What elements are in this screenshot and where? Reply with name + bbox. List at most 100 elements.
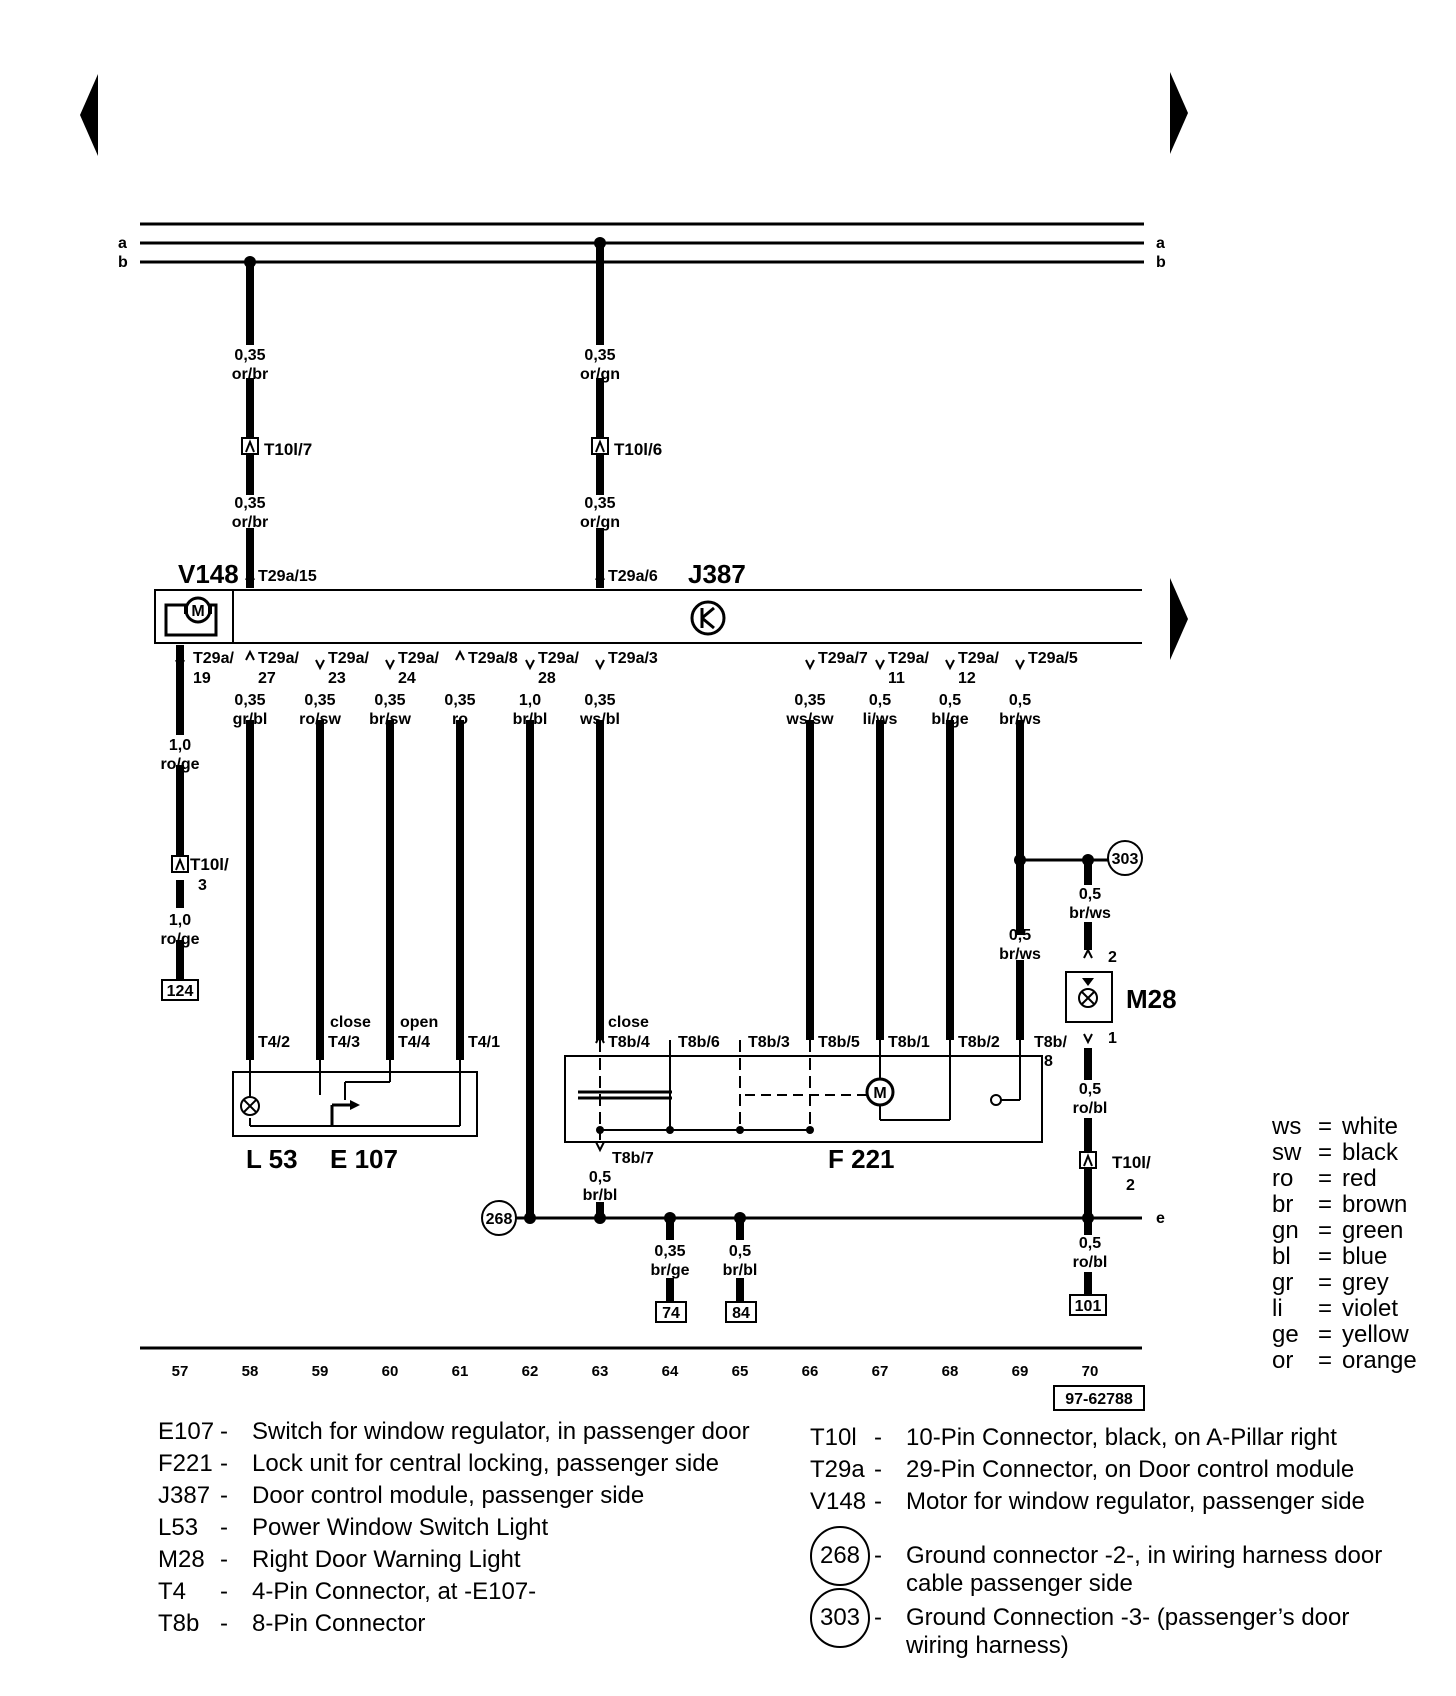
svg-text:69: 69 xyxy=(1012,1363,1029,1380)
svg-text:23: 23 xyxy=(328,670,346,687)
connector-t10l-6: T10l/6 xyxy=(614,440,662,459)
svg-text:0,5: 0,5 xyxy=(1009,692,1031,709)
lock-motor-icon xyxy=(865,1077,895,1107)
svg-text:65: 65 xyxy=(732,1363,749,1380)
svg-text:59: 59 xyxy=(312,1363,329,1380)
svg-text:19: 19 xyxy=(193,670,211,687)
svg-text:28: 28 xyxy=(538,670,556,687)
svg-text:0,35: 0,35 xyxy=(234,692,265,709)
svg-text:close: close xyxy=(608,1014,649,1031)
svg-text:br/ws: br/ws xyxy=(1069,905,1111,922)
legend-row: bl=blue xyxy=(1272,1243,1388,1270)
svg-text:T29a/3: T29a/3 xyxy=(608,650,658,667)
legend-row: ws=white xyxy=(1272,1113,1399,1140)
svg-text:101: 101 xyxy=(1075,1298,1102,1315)
svg-text:T29a/: T29a/ xyxy=(328,650,369,667)
legend-row: ro=red xyxy=(1272,1165,1377,1192)
svg-text:ro/bl: ro/bl xyxy=(1073,1100,1108,1117)
svg-text:T29a/: T29a/ xyxy=(538,650,579,667)
svg-text:T8b/: T8b/ xyxy=(1034,1034,1067,1051)
svg-text:62: 62 xyxy=(522,1363,539,1380)
svg-text:0,5: 0,5 xyxy=(1079,1081,1101,1098)
svg-text:T29a/8: T29a/8 xyxy=(468,650,518,667)
label-v148: V148 xyxy=(178,559,239,589)
ground-303 xyxy=(1107,840,1143,876)
label-e107: E 107 xyxy=(330,1144,398,1174)
svg-text:303: 303 xyxy=(1112,851,1139,868)
svg-text:0,35: 0,35 xyxy=(584,692,615,709)
svg-text:ro: ro xyxy=(452,711,468,728)
bus-label-a-right: a xyxy=(1156,235,1165,252)
component-key-right: T10l-10-Pin Connector, black, on A-Pilla… xyxy=(810,1424,1365,1515)
lower-wire-labels: 1,0 ro/ge 0,35 gr/bl 0,35 ro/sw 0,35 br/… xyxy=(160,692,1041,773)
svg-text:0,35: 0,35 xyxy=(234,347,265,364)
legend-row: ge=yellow xyxy=(1272,1321,1409,1348)
switch-box-e107 xyxy=(232,1071,478,1137)
connector-t10l-7: T10l/7 xyxy=(264,440,312,459)
svg-text:br/sw: br/sw xyxy=(369,711,411,728)
svg-text:T4/3: T4/3 xyxy=(328,1034,360,1051)
svg-text:0,35: 0,35 xyxy=(654,1243,685,1260)
column-numbers: 57 58 59 60 61 62 63 64 65 66 67 68 69 7… xyxy=(172,1363,1099,1380)
ground-key: 268 - Ground connector -2-, in wiring ha… xyxy=(810,1526,1410,1676)
label-m28: M28 xyxy=(1126,984,1177,1014)
svg-text:T29a/7: T29a/7 xyxy=(818,650,868,667)
svg-text:57: 57 xyxy=(172,1363,189,1380)
svg-text:T8b/5: T8b/5 xyxy=(818,1034,860,1051)
svg-text:or/br: or/br xyxy=(232,514,268,531)
lower-wires xyxy=(176,645,1024,1218)
ground-268-symbol: 268 xyxy=(810,1526,870,1586)
label-f221: F 221 xyxy=(828,1144,895,1174)
svg-text:3: 3 xyxy=(198,877,207,894)
continue-arrow[interactable] xyxy=(1170,578,1188,660)
drawing-number: 97-62788 xyxy=(1065,1391,1133,1408)
svg-text:27: 27 xyxy=(258,670,276,687)
svg-text:T10l/: T10l/ xyxy=(1112,1153,1151,1172)
svg-text:ws/sw: ws/sw xyxy=(785,711,834,728)
bus-label-b-right: b xyxy=(1156,254,1166,271)
svg-text:0,35: 0,35 xyxy=(374,692,405,709)
svg-text:2: 2 xyxy=(1126,1177,1135,1194)
svg-text:0,5: 0,5 xyxy=(869,692,891,709)
svg-text:T8b/3: T8b/3 xyxy=(748,1034,790,1051)
label-j387: J387 xyxy=(688,559,746,589)
bus-label-e: e xyxy=(1156,1210,1165,1227)
svg-text:T8b/6: T8b/6 xyxy=(678,1034,720,1051)
ref-box-84 xyxy=(725,1301,757,1323)
module-icon xyxy=(690,600,726,636)
legend-row: br=brown xyxy=(1272,1191,1408,1218)
svg-text:T29a/: T29a/ xyxy=(398,650,439,667)
bus-label-b-left: b xyxy=(118,254,128,271)
label-l53: L 53 xyxy=(246,1144,298,1174)
svg-text:T8b/4: T8b/4 xyxy=(608,1034,650,1051)
svg-text:0,5: 0,5 xyxy=(589,1169,611,1186)
svg-text:close: close xyxy=(330,1014,371,1031)
ground-303-symbol: 303 xyxy=(810,1588,870,1648)
svg-text:0,5: 0,5 xyxy=(1079,1235,1101,1252)
next-page-arrow[interactable] xyxy=(1170,72,1188,154)
svg-text:T29a/: T29a/ xyxy=(258,650,299,667)
color-legend: ws=white sw=black ro=red br=brown gn=gre… xyxy=(1272,1114,1417,1374)
svg-text:1,0: 1,0 xyxy=(519,692,541,709)
svg-text:T8b/7: T8b/7 xyxy=(612,1150,654,1167)
svg-text:T4/4: T4/4 xyxy=(398,1034,430,1051)
svg-text:12: 12 xyxy=(958,670,976,687)
svg-text:64: 64 xyxy=(662,1363,679,1380)
svg-text:0,5: 0,5 xyxy=(939,692,961,709)
svg-text:60: 60 xyxy=(382,1363,399,1380)
svg-text:T8b/2: T8b/2 xyxy=(958,1034,1000,1051)
svg-text:8: 8 xyxy=(1044,1053,1053,1070)
svg-text:br/bl: br/bl xyxy=(583,1187,618,1204)
prev-page-arrow[interactable] xyxy=(80,74,98,156)
svg-text:T29a/: T29a/ xyxy=(958,650,999,667)
svg-text:br/ge: br/ge xyxy=(650,1262,689,1279)
svg-text:ro/bl: ro/bl xyxy=(1073,1254,1108,1271)
svg-text:70: 70 xyxy=(1082,1363,1099,1380)
t29a-pins: T29a/19 T29a/27 T29a/23 T29a/24 T29a/8 T… xyxy=(175,649,1078,687)
svg-text:66: 66 xyxy=(802,1363,819,1380)
svg-text:open: open xyxy=(400,1014,438,1031)
svg-text:61: 61 xyxy=(452,1363,469,1380)
svg-text:M: M xyxy=(873,1085,886,1102)
svg-text:0,35: 0,35 xyxy=(444,692,475,709)
